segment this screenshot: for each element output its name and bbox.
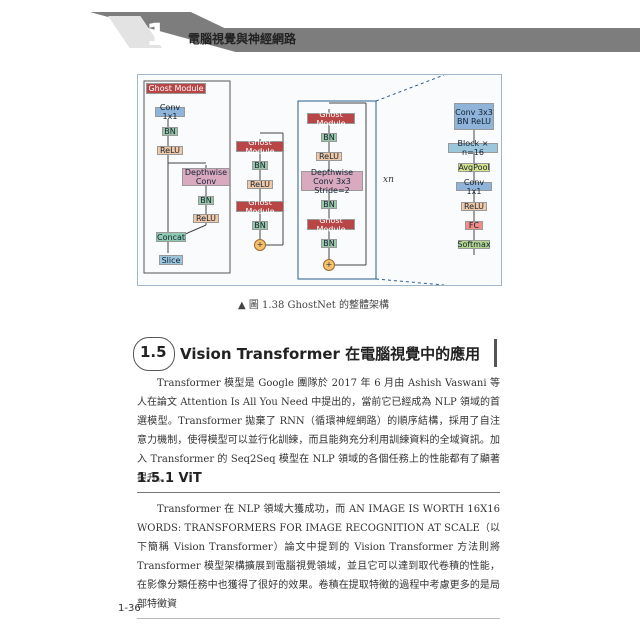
ghost-bn-2: BN [198, 196, 214, 205]
bottleneck-b-add-icon: + [323, 259, 335, 271]
zoom-line-bottom [375, 278, 445, 285]
bottleneck-a-ghost-2: Ghost Module [236, 198, 284, 216]
net-conv3x3: Conv 3x3 BN ReLU [454, 103, 494, 130]
section-end-mark [494, 339, 497, 367]
bottleneck-b-bn-3: BN [321, 239, 337, 248]
ghost-bn-1: BN [162, 127, 178, 136]
chapter-title: 電腦視覺與神經網路 [188, 32, 297, 46]
paragraph-2-text: Transformer 在 NLP 領域大獲成功，而 AN IMAGE IS W… [137, 504, 500, 610]
net-avgpool: AvgPool [458, 163, 490, 172]
net-relu: ReLU [461, 202, 487, 211]
ghost-module-title: Ghost Module [146, 83, 206, 94]
subsection-rule [137, 492, 500, 493]
paragraph-1-text: Transformer 模型是 Google 團隊於 2017 年 6 月由 A… [137, 378, 500, 484]
header-grey-band [90, 12, 640, 52]
repeat-label: xn [383, 175, 394, 185]
ghostnet-figure: Ghost Module Conv 1x1 BN ReLU Depthwise … [137, 74, 502, 286]
net-softmax: Softmax [457, 240, 491, 249]
footer-rule [137, 618, 500, 619]
subsection-title: 1.5.1 ViT [137, 471, 202, 486]
section-number-badge [133, 337, 175, 371]
bottleneck-a-ghost-1: Ghost Module [236, 138, 284, 156]
paragraph-2: Transformer 在 NLP 領域大獲成功，而 AN IMAGE IS W… [137, 500, 500, 614]
ghost-module-frame [143, 80, 231, 274]
bottleneck-b-depthwise-conv: Depthwise Conv 3x3 Stride=2 [301, 168, 363, 195]
net-block: Block × n=16 [448, 139, 498, 157]
page-number: 1-36 [118, 603, 141, 614]
net-fc: FC [465, 221, 483, 230]
bottleneck-a-bn-2: BN [252, 221, 268, 230]
bottleneck-b-ghost-2: Ghost Module [307, 216, 355, 234]
net-conv1x1: Conv 1x1 [456, 178, 492, 196]
section-number: 1.5 [140, 343, 167, 361]
figure-caption: ▲ 圖 1.38 GhostNet 的整體架構 [238, 300, 389, 311]
section-title: Vision Transformer 在電腦視覺中的應用 [180, 345, 481, 363]
bottleneck-b-relu: ReLU [316, 152, 342, 161]
ghost-concat: Concat [156, 232, 186, 242]
bottleneck-a-add-icon: + [254, 239, 266, 251]
chapter-header-banner [90, 12, 640, 52]
zoom-line-top [375, 75, 445, 102]
ghost-slice: Slice [159, 255, 183, 265]
paragraph-1: Transformer 模型是 Google 團隊於 2017 年 6 月由 A… [137, 374, 500, 488]
bottleneck-b-bn-1: BN [321, 133, 337, 142]
ghost-relu-2: ReLU [193, 214, 219, 223]
bottleneck-b-bn-2: BN [321, 200, 337, 209]
bottleneck-a-bn-1: BN [252, 161, 268, 170]
chapter-number: 1 [146, 18, 167, 53]
ghost-branch-merge [182, 224, 207, 236]
ghost-relu-1: ReLU [157, 146, 183, 155]
bottleneck-b-ghost-1: Ghost Module [307, 110, 355, 128]
bottleneck-highlight [297, 100, 377, 280]
bottleneck-a-relu: ReLU [247, 180, 273, 189]
ghost-conv1x1: Conv 1x1 [155, 103, 185, 121]
ghost-depthwise-conv: Depthwise Conv [182, 168, 230, 186]
